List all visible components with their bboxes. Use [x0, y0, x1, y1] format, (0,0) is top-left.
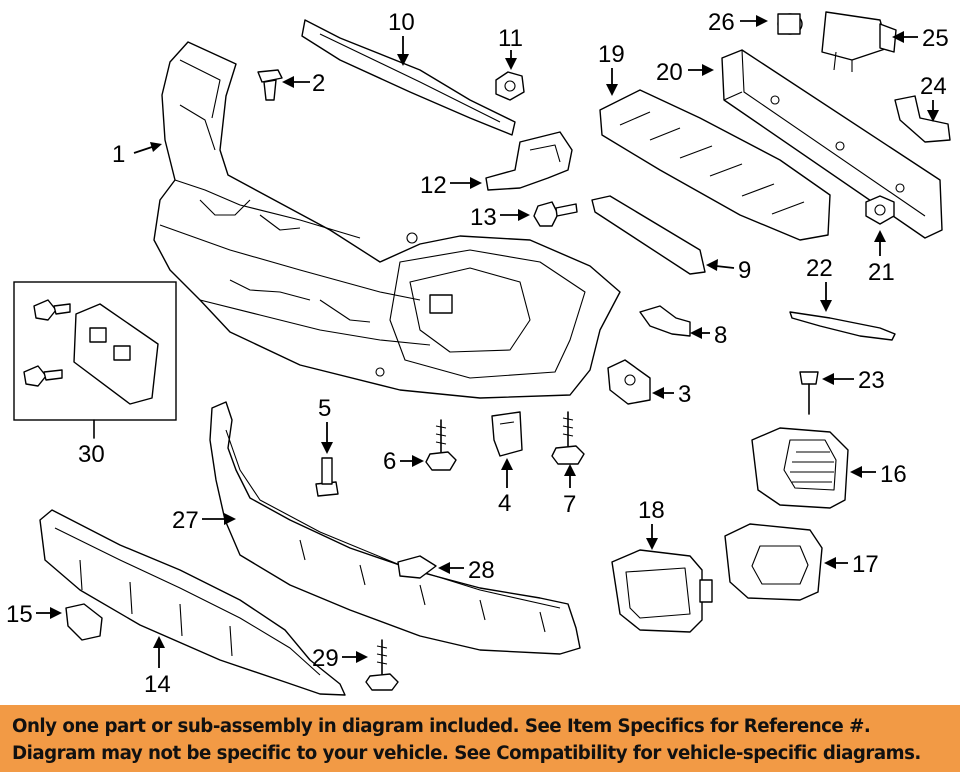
svg-text:20: 20 — [656, 59, 683, 86]
part-18-bracket — [611, 549, 713, 633]
part-28-clip — [397, 555, 437, 579]
svg-text:25: 25 — [922, 25, 949, 52]
callout-28: 28 — [438, 557, 495, 584]
callout-9: 9 — [706, 257, 751, 284]
callout-14: 14 — [144, 636, 171, 698]
svg-text:2: 2 — [312, 70, 325, 97]
callout-20: 20 — [656, 59, 714, 86]
callout-1: 1 — [112, 141, 162, 168]
svg-text:28: 28 — [468, 557, 495, 584]
svg-text:24: 24 — [920, 73, 947, 100]
part-4-clip — [491, 411, 523, 457]
part-7-bolt — [551, 411, 585, 465]
part-5-bolt — [315, 457, 339, 497]
callout-2: 2 — [282, 70, 325, 97]
svg-text:30: 30 — [78, 441, 105, 468]
callout-13: 13 — [470, 204, 530, 231]
callout-30: 30 — [78, 419, 105, 468]
part-22-seal — [789, 311, 896, 341]
part-6-bolt — [425, 419, 457, 471]
svg-text:17: 17 — [852, 551, 879, 578]
part-26-sensor — [777, 13, 803, 35]
svg-text:4: 4 — [498, 490, 511, 517]
callout-26: 26 — [708, 9, 768, 36]
callout-21: 21 — [868, 230, 895, 286]
svg-text:3: 3 — [678, 381, 691, 408]
part-29-bolt — [365, 639, 399, 691]
svg-text:15: 15 — [6, 601, 33, 628]
callout-10: 10 — [388, 9, 415, 66]
svg-text:11: 11 — [498, 25, 523, 52]
part-23-rivet — [799, 371, 819, 415]
part-24-bracket — [894, 95, 951, 143]
part-8-clip — [639, 305, 691, 337]
compatibility-notice: Only one part or sub-assembly in diagram… — [0, 705, 960, 772]
callout-4: 4 — [498, 458, 513, 517]
callout-8: 8 — [690, 322, 727, 349]
svg-text:19: 19 — [598, 41, 625, 68]
part-30-kit — [13, 281, 177, 421]
svg-text:22: 22 — [806, 255, 833, 282]
svg-text:6: 6 — [383, 448, 396, 475]
svg-text:18: 18 — [638, 497, 665, 524]
callout-27: 27 — [172, 507, 236, 534]
svg-text:9: 9 — [738, 257, 751, 284]
part-25-module — [821, 11, 897, 72]
callout-23: 23 — [822, 367, 885, 394]
parts-diagram: 1 2 3 4 5 6 7 — [6, 9, 951, 698]
part-21-nut — [865, 195, 895, 225]
callout-12: 12 — [420, 172, 482, 199]
part-11-nut — [495, 71, 525, 101]
svg-text:5: 5 — [318, 395, 331, 422]
part-9-bracket — [591, 195, 706, 275]
part-3-bracket — [607, 359, 651, 405]
callout-16: 16 — [850, 461, 907, 488]
callout-6: 6 — [383, 448, 424, 475]
svg-text:29: 29 — [312, 645, 339, 672]
callout-15: 15 — [6, 601, 62, 628]
svg-text:26: 26 — [708, 9, 735, 36]
callout-17: 17 — [824, 551, 879, 578]
svg-text:21: 21 — [868, 259, 895, 286]
part-16-bezel — [751, 427, 849, 509]
svg-text:12: 12 — [420, 172, 447, 199]
svg-text:27: 27 — [172, 507, 199, 534]
svg-text:8: 8 — [714, 322, 727, 349]
callout-5: 5 — [318, 395, 333, 454]
callout-18: 18 — [638, 497, 665, 550]
callout-3: 3 — [652, 381, 691, 408]
svg-text:23: 23 — [858, 367, 885, 394]
callout-25: 25 — [892, 25, 949, 52]
part-2-clip — [257, 69, 283, 101]
callout-22: 22 — [806, 255, 833, 312]
part-12-bracket — [485, 131, 573, 191]
part-10-support — [301, 19, 516, 136]
callout-24: 24 — [920, 73, 947, 122]
svg-text:1: 1 — [112, 141, 125, 168]
svg-text:14: 14 — [144, 671, 171, 698]
svg-text:10: 10 — [388, 9, 415, 36]
callout-19: 19 — [598, 41, 625, 96]
callout-29: 29 — [312, 645, 368, 672]
part-27-lower-absorber — [209, 401, 581, 655]
part-15-clip — [65, 603, 103, 641]
callout-11: 11 — [498, 25, 523, 70]
part-13-bolt — [533, 201, 578, 227]
part-19-absorber — [599, 89, 831, 241]
part-20-beam — [721, 49, 943, 239]
callout-7: 7 — [563, 464, 576, 518]
notice-line-2: Diagram may not be specific to your vehi… — [12, 743, 921, 764]
part-17-cover — [724, 523, 823, 601]
part-14-lower-cover — [39, 509, 346, 696]
part-1-bumper-cover — [153, 41, 621, 399]
svg-text:13: 13 — [470, 204, 497, 231]
notice-line-1: Only one part or sub-assembly in diagram… — [12, 716, 871, 737]
svg-text:16: 16 — [880, 461, 907, 488]
svg-text:7: 7 — [563, 491, 576, 518]
